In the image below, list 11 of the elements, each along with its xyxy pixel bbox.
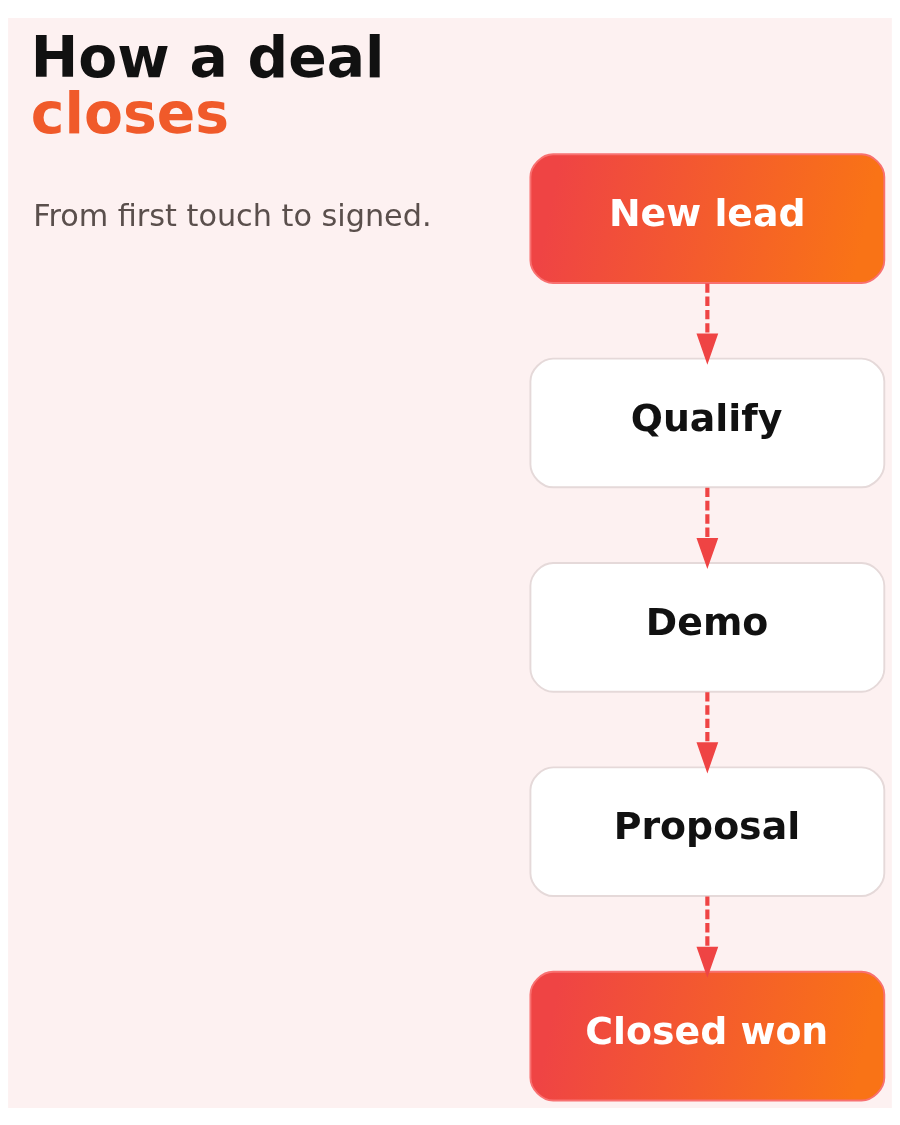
node-box: Qualify	[529, 357, 886, 488]
node-box: Proposal	[529, 765, 886, 897]
arrow	[696, 487, 719, 569]
arrow	[696, 691, 719, 773]
arrow	[696, 896, 719, 978]
node-box: Demo	[529, 561, 886, 693]
label: From first touch to signed.	[33, 197, 432, 233]
node-box: New lead	[529, 152, 886, 284]
arrow	[696, 282, 719, 365]
node-box: Closed won	[529, 970, 886, 1101]
diagram-title: How a deal closes	[30, 23, 385, 146]
